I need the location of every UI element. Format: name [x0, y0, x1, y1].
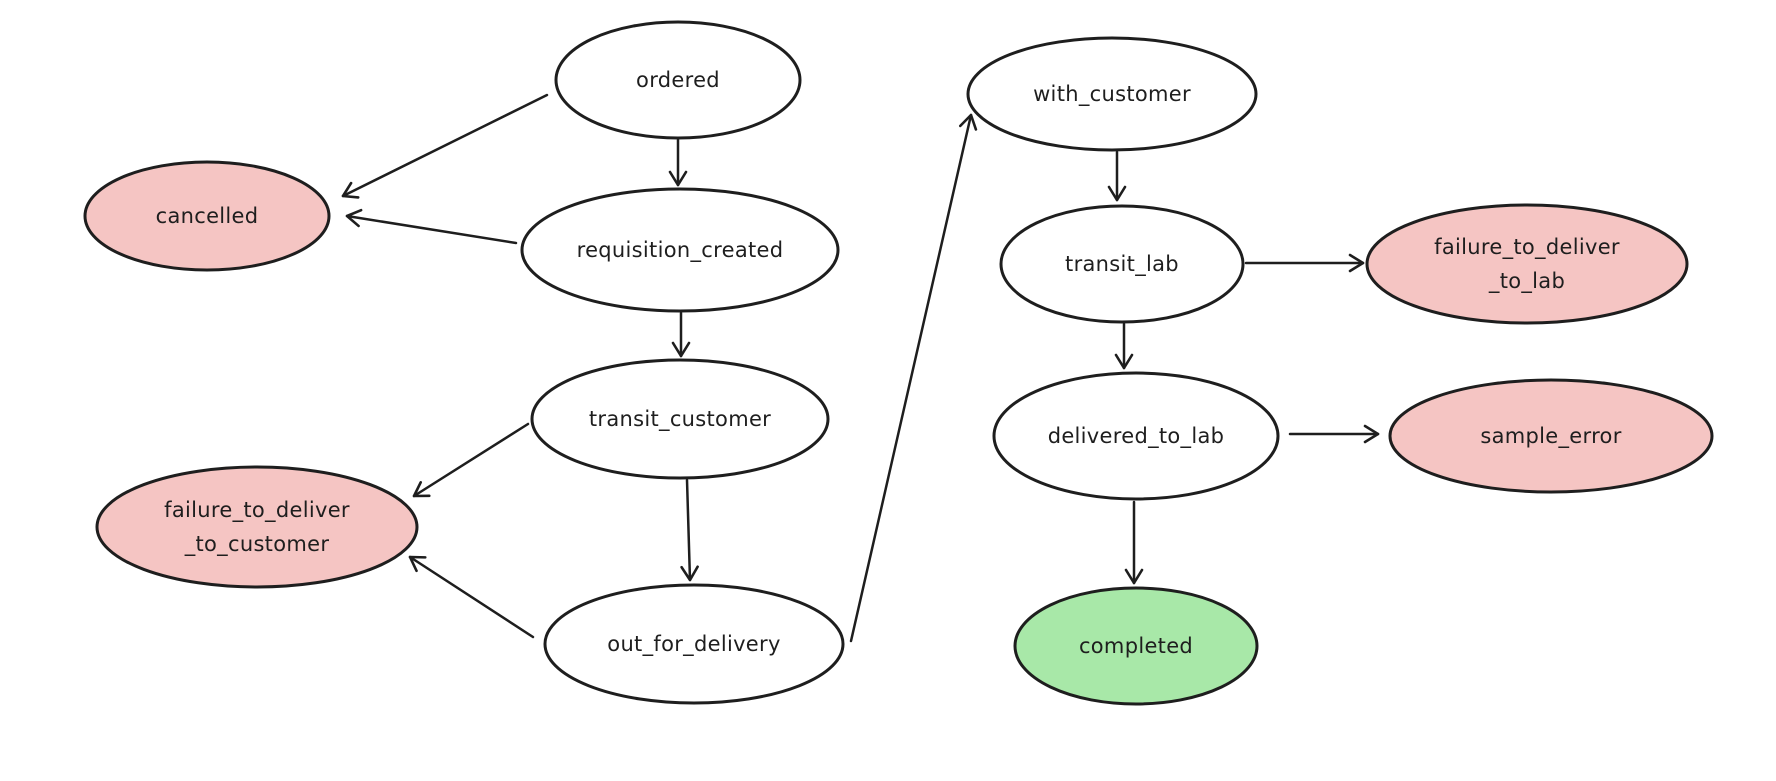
node-sample-error-shape [1388, 378, 1714, 494]
node-with-customer-shape [966, 36, 1258, 152]
node-out-for-delivery-label: out_for_delivery [607, 632, 780, 657]
node-out-for-delivery: out_for_delivery [543, 583, 845, 705]
node-label-line: with_customer [1033, 82, 1191, 107]
node-transit-customer-label: transit_customer [589, 407, 771, 432]
node-label-line: _to_lab [1488, 269, 1565, 294]
node-completed-shape [1013, 586, 1259, 706]
node-failure-to-deliver-to-customer-shape [95, 465, 419, 589]
node-ordered: ordered [554, 20, 802, 140]
node-failure-to-deliver-to-lab-shape [1365, 203, 1689, 325]
node-sample-error-label: sample_error [1480, 424, 1621, 449]
node-label-line: ordered [636, 68, 720, 92]
edge-requisition-created-to-cancelled [345, 208, 518, 245]
node-cancelled: cancelled [83, 160, 331, 272]
node-transit-customer-shape [530, 358, 830, 480]
node-transit-lab: transit_lab [999, 204, 1245, 324]
node-label-line: delivered_to_lab [1048, 424, 1225, 449]
node-label-line: requisition_created [577, 238, 784, 263]
node-requisition-created-label: requisition_created [577, 238, 784, 263]
node-completed: completed [1013, 586, 1259, 706]
edge-transit-customer-to-out-for-delivery [680, 478, 699, 582]
node-failure-to-deliver-to-customer: failure_to_deliver _to_customer [95, 465, 419, 589]
node-label-line: out_for_delivery [607, 632, 780, 657]
node-label-line: cancelled [156, 204, 259, 228]
node-sample-error: sample_error [1388, 378, 1714, 494]
node-ordered-shape [554, 20, 802, 140]
node-failure-to-deliver-to-lab-label: failure_to_deliver _to_lab [1434, 235, 1620, 294]
node-delivered-to-lab: delivered_to_lab [992, 371, 1280, 501]
node-requisition-created-shape [520, 187, 840, 313]
edges-layer [341, 93, 1380, 643]
node-delivered-to-lab-label: delivered_to_lab [1048, 424, 1225, 449]
edge-ordered-to-cancelled [341, 93, 549, 199]
node-ordered-label: ordered [636, 68, 720, 92]
edge-out-for-delivery-to-failure-to-deliver-to-customer [408, 555, 535, 639]
node-label-line: completed [1079, 634, 1193, 658]
node-label-line: transit_lab [1065, 252, 1179, 277]
node-label-line: _to_customer [184, 532, 330, 557]
edge-transit-customer-to-failure-to-deliver-to-customer [412, 422, 530, 498]
node-delivered-to-lab-shape [992, 371, 1280, 501]
node-transit-customer: transit_customer [530, 358, 830, 480]
node-label-line: failure_to_deliver [1434, 235, 1620, 260]
node-failure-to-deliver-to-lab: failure_to_deliver _to_lab [1365, 203, 1689, 325]
node-cancelled-shape [83, 160, 331, 272]
node-transit-lab-shape [999, 204, 1245, 324]
node-requisition-created: requisition_created [520, 187, 840, 313]
node-completed-label: completed [1079, 634, 1193, 658]
node-out-for-delivery-shape [543, 583, 845, 705]
node-failure-to-deliver-to-customer-label: failure_to_deliver _to_customer [164, 498, 350, 557]
node-label-line: sample_error [1480, 424, 1621, 449]
node-with-customer-label: with_customer [1033, 82, 1191, 107]
node-label-line: transit_customer [589, 407, 771, 432]
node-label-line: failure_to_deliver [164, 498, 350, 523]
node-with-customer: with_customer [966, 36, 1258, 152]
node-cancelled-label: cancelled [156, 204, 259, 228]
nodes-layer: ordered cancelled requisition_createdtrans… [83, 20, 1714, 706]
node-transit-lab-label: transit_lab [1065, 252, 1179, 277]
edge-out-for-delivery-to-with-customer [849, 113, 978, 643]
